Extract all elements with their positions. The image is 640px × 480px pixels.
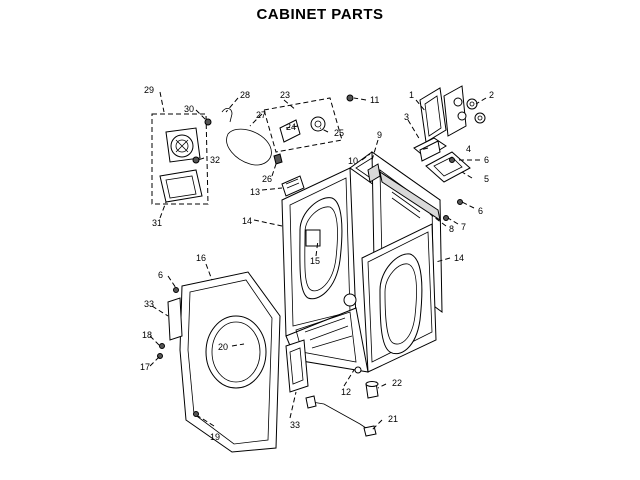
- callout-25: 25: [334, 128, 344, 138]
- callout-19: 19: [210, 432, 220, 442]
- callout-24: 24: [286, 122, 296, 132]
- callout-6c: 6: [158, 270, 163, 280]
- callout-21: 21: [388, 414, 398, 424]
- callout-26: 26: [262, 174, 272, 184]
- callout-10: 10: [348, 156, 358, 166]
- callout-33b: 33: [290, 420, 300, 430]
- front-panel: [157, 271, 309, 453]
- callout-3: 3: [404, 112, 409, 122]
- callout-4: 4: [466, 144, 471, 154]
- callout-22: 22: [392, 378, 402, 388]
- callout-14a: 14: [242, 216, 252, 226]
- callout-labels: 1 2 3 4 5 6 6 6 7 8 9 10 11 12 13 14 14 …: [140, 85, 494, 442]
- diagram-title: CABINET PARTS: [256, 6, 384, 23]
- cabinet-frame: [281, 151, 443, 374]
- callout-8: 8: [449, 224, 454, 234]
- callout-15: 15: [310, 256, 320, 266]
- callout-17: 17: [140, 362, 150, 372]
- callout-33a: 33: [144, 299, 154, 309]
- leader-lines: [149, 91, 487, 431]
- callout-2: 2: [489, 90, 494, 100]
- callout-20: 20: [218, 342, 228, 352]
- top-left-assembly: [151, 94, 354, 205]
- callout-31: 31: [152, 218, 162, 228]
- callout-28: 28: [240, 90, 250, 100]
- callout-7: 7: [461, 222, 466, 232]
- callout-5: 5: [484, 174, 489, 184]
- callout-6a: 6: [484, 155, 489, 165]
- callout-27: 27: [256, 110, 266, 120]
- callout-14b: 14: [454, 253, 464, 263]
- callout-32: 32: [210, 155, 220, 165]
- callout-23: 23: [280, 90, 290, 100]
- callout-16: 16: [196, 253, 206, 263]
- callout-13: 13: [250, 187, 260, 197]
- callout-1: 1: [409, 90, 414, 100]
- callout-29: 29: [144, 85, 154, 95]
- callout-12: 12: [341, 387, 351, 397]
- callout-30: 30: [184, 104, 194, 114]
- callout-6b: 6: [478, 206, 483, 216]
- callout-18: 18: [142, 330, 152, 340]
- callout-9: 9: [377, 130, 382, 140]
- callout-11: 11: [370, 95, 379, 105]
